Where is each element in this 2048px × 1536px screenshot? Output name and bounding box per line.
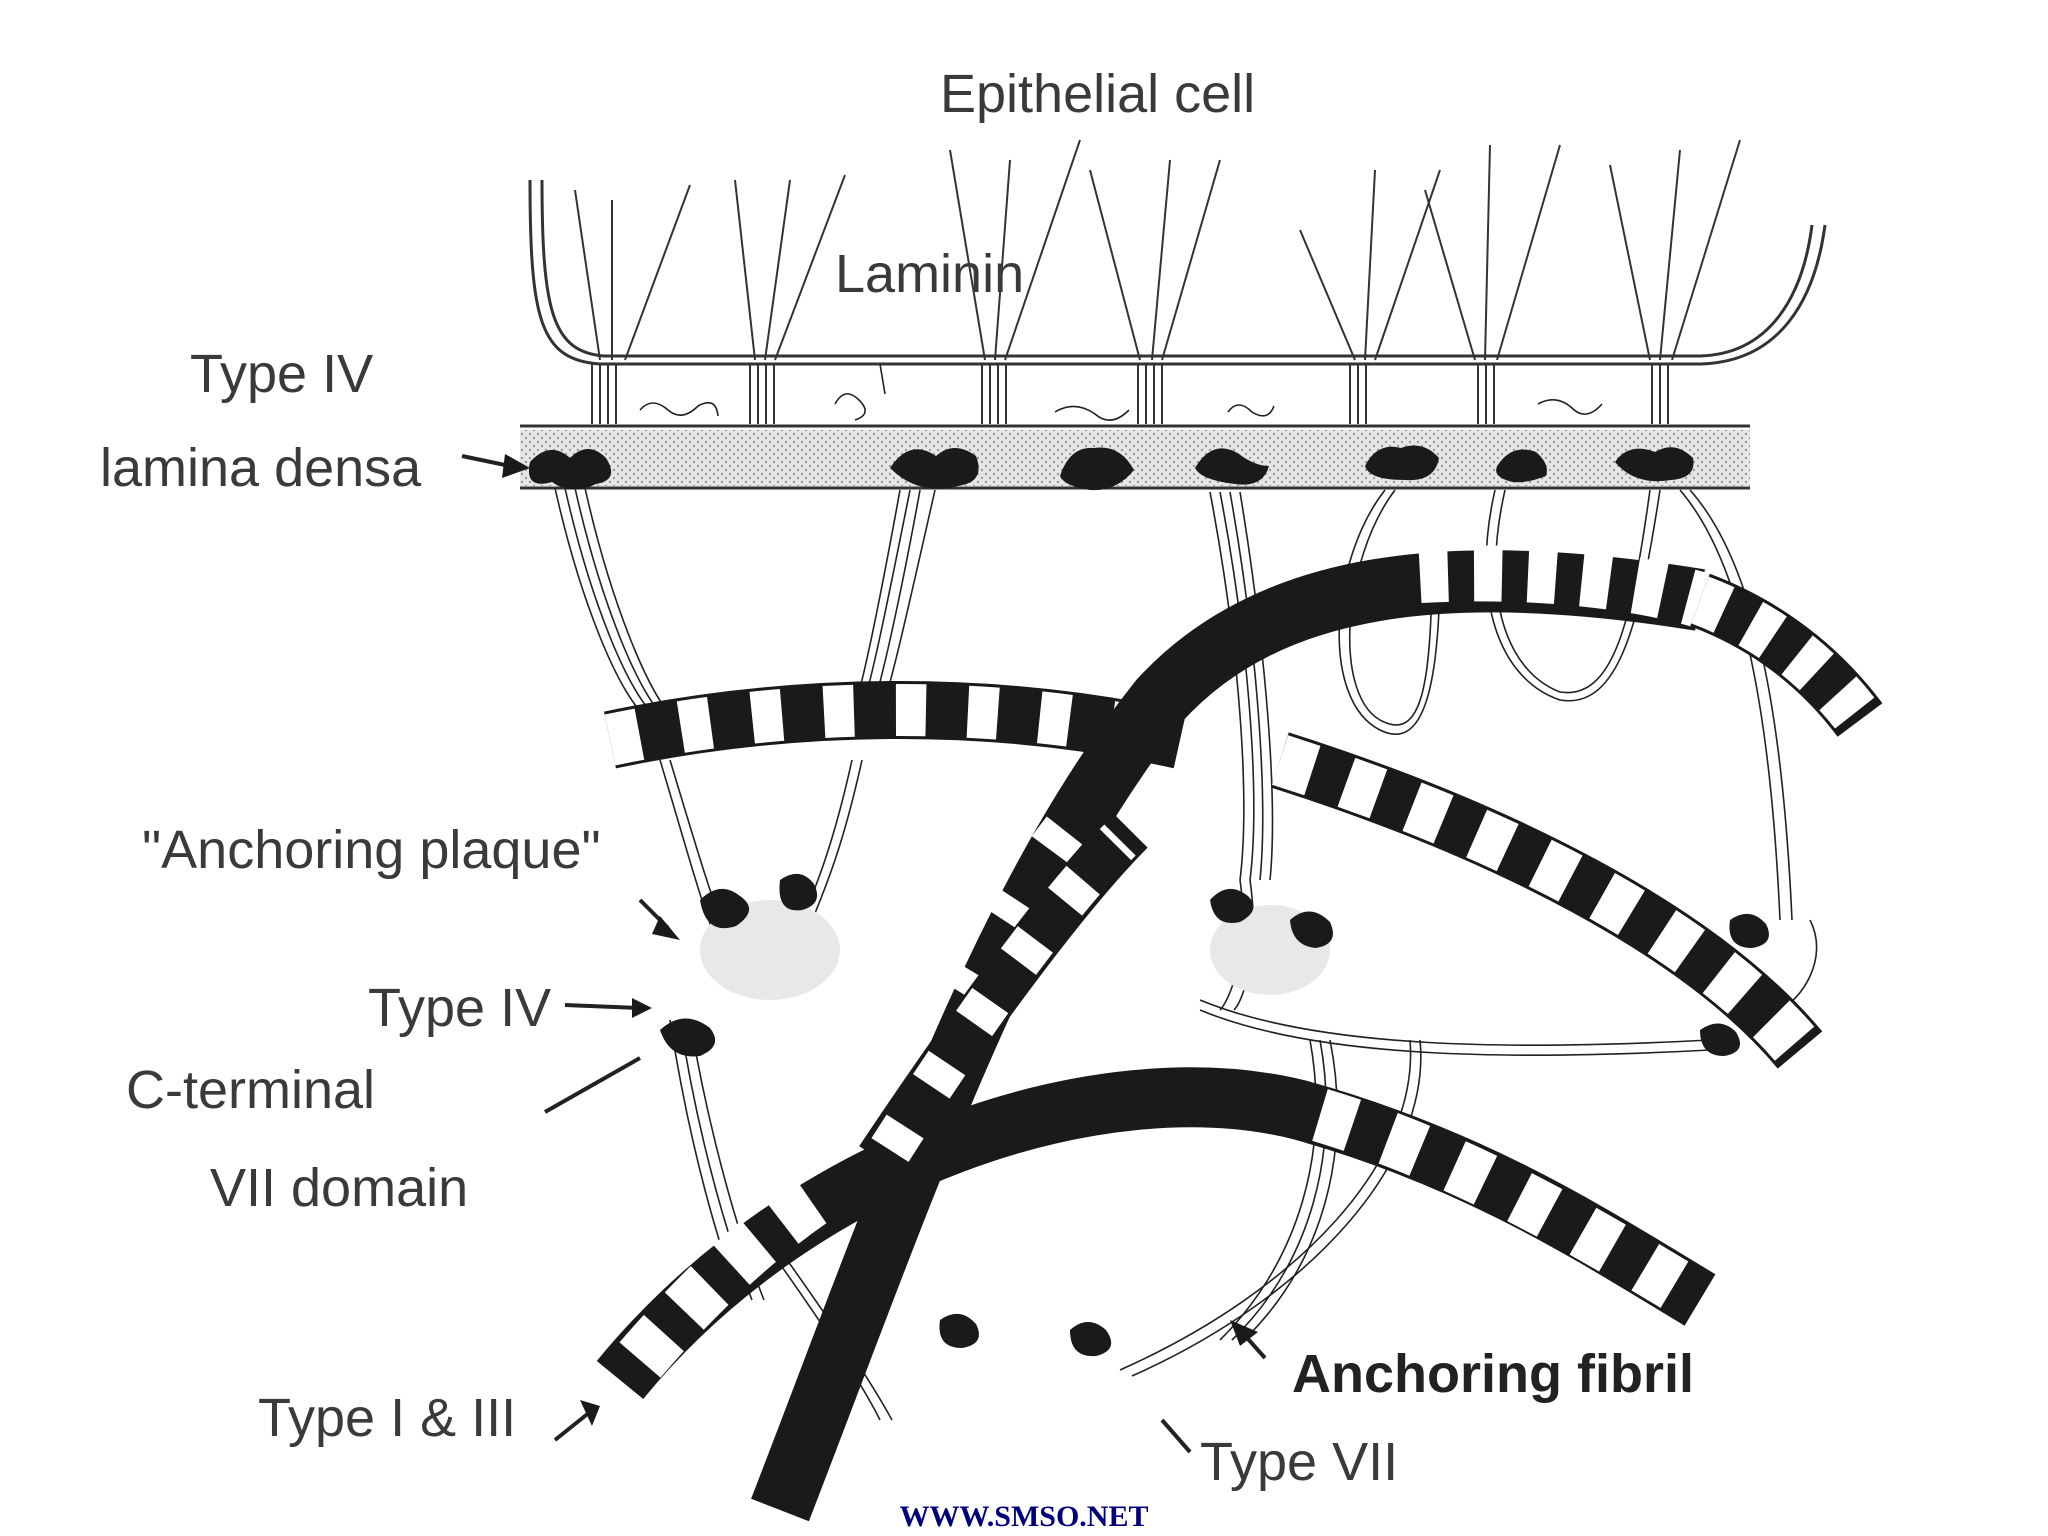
label-lamina-densa: lamina densa: [100, 438, 422, 498]
footer-watermark: WWW.SMSO.NET: [900, 1500, 1149, 1533]
type-iv-network-clumps: [528, 393, 1694, 491]
epithelial-cell-membrane: [528, 179, 1827, 366]
label-vii-domain: VII domain: [210, 1158, 468, 1218]
lamina-densa: [520, 424, 1750, 490]
label-anchoring-fibril: Anchoring fibril: [1292, 1344, 1694, 1404]
label-type-i-iii: Type I & III: [258, 1388, 516, 1448]
label-laminin: Laminin: [835, 244, 1024, 304]
epithelial-fibers: [574, 139, 1741, 361]
label-type-iv-mid: Type IV: [368, 978, 551, 1038]
anchoring-plaques: [660, 873, 1769, 1357]
collagen-fibrils: [596, 545, 1883, 1522]
label-arrows: [461, 454, 1267, 1454]
label-anchoring-plaque: "Anchoring plaque": [142, 820, 601, 880]
label-epithelial-cell: Epithelial cell: [940, 64, 1255, 124]
laminin-strands: [591, 363, 1669, 424]
label-type-vii: Type VII: [1200, 1432, 1398, 1492]
label-c-terminal: C-terminal: [126, 1060, 375, 1120]
label-type-iv-top: Type IV: [190, 344, 373, 404]
